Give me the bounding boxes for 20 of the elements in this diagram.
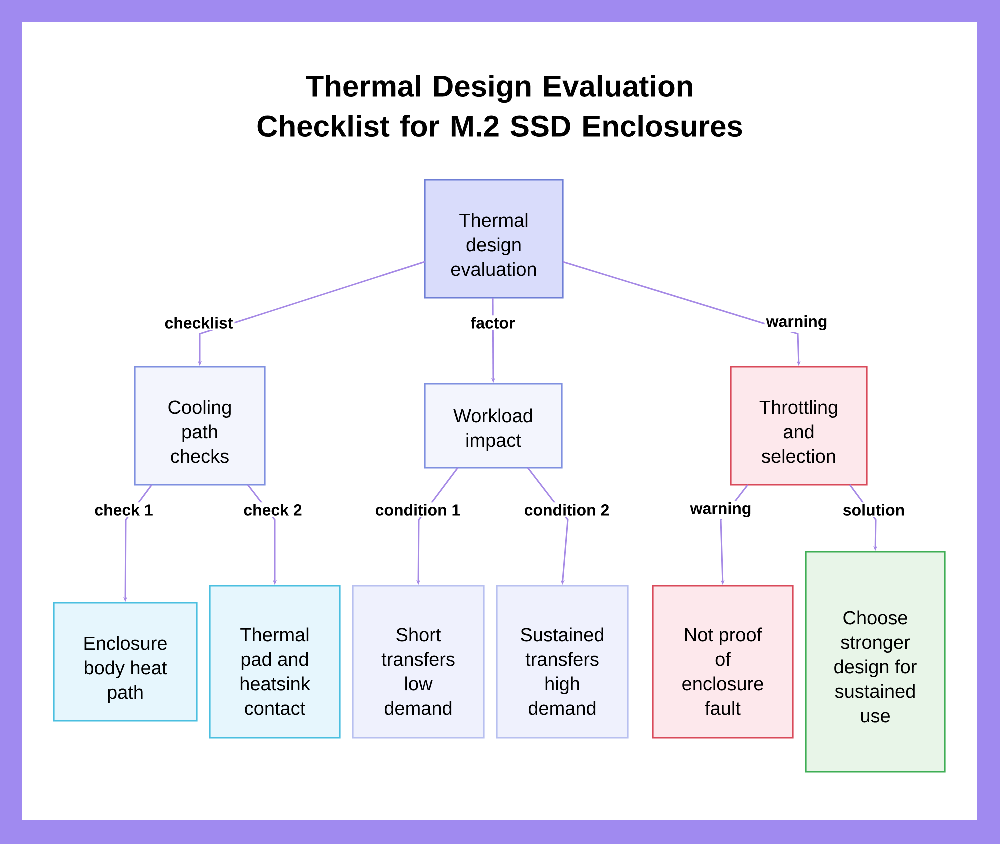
process-box: Workload impact xyxy=(424,383,563,469)
process-box: Throttling and selection xyxy=(730,366,868,486)
edge-label: check 1 xyxy=(93,502,155,518)
edge-label: checklist xyxy=(163,316,235,330)
edge-label: warning xyxy=(764,314,830,332)
process-box: Sustained transfers high demand xyxy=(496,585,629,739)
process-box: Short transfers low demand xyxy=(352,585,485,739)
edge-label: solution xyxy=(841,502,907,518)
edge-label: check 2 xyxy=(242,502,304,518)
title: Thermal Design Evaluation Checklist for M.2 SSD Enclosures xyxy=(258,75,742,138)
process-box: Thermal pad and heatsink contact xyxy=(209,585,341,739)
process-box: Thermal design evaluation xyxy=(424,179,564,299)
edge-label: factor xyxy=(469,316,517,330)
edge-label: condition 1 xyxy=(374,502,462,518)
edge-label: condition 2 xyxy=(522,502,612,518)
process-box: Not proof of enclosure fault xyxy=(652,585,794,739)
edge-label: warning xyxy=(688,501,754,519)
process-box: Cooling path checks xyxy=(134,366,266,486)
process-box: Choose stronger design for sustained use xyxy=(805,551,946,773)
process-box: Enclosure body heat path xyxy=(53,602,198,722)
